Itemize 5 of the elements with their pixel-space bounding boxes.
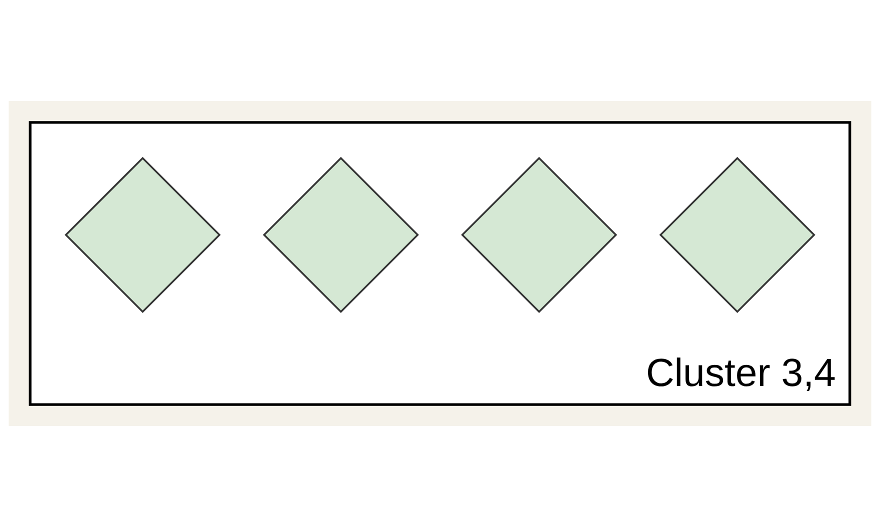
- node-diamond: [64, 156, 221, 312]
- node-diamond: [659, 156, 816, 312]
- cluster: Cluster 3,4: [28, 120, 852, 406]
- node-diamond: [262, 156, 419, 312]
- node-diamond: [461, 156, 618, 312]
